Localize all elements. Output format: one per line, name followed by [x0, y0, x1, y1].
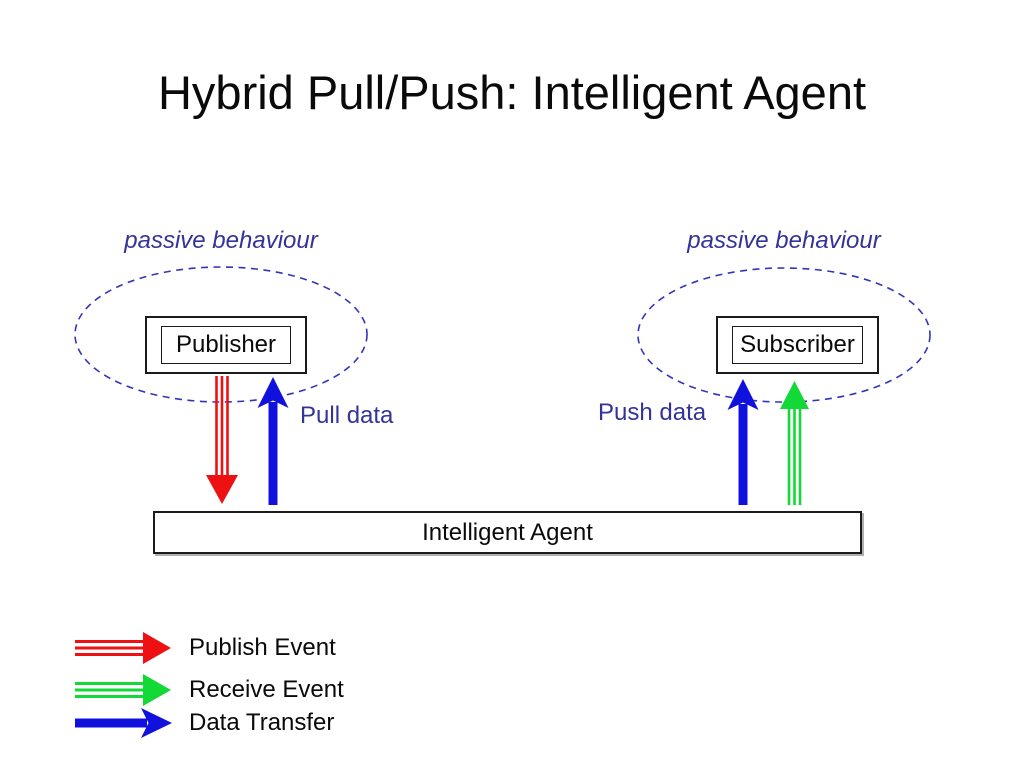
legend-item-receive-event: Receive Event	[73, 672, 344, 708]
receive-event-arrow-icon	[75, 674, 171, 706]
receive-event-arrow	[780, 381, 809, 505]
intelligent-agent-label: Intelligent Agent	[422, 518, 593, 546]
publisher-box-label: Publisher	[161, 326, 291, 364]
publish-event-arrow-icon	[75, 632, 171, 664]
publisher-box: Publisher	[145, 316, 307, 374]
receive-arrowhead-icon	[780, 381, 809, 409]
data-transfer-arrow-icon	[75, 708, 172, 738]
slide-title: Hybrid Pull/Push: Intelligent Agent	[157, 66, 867, 119]
publish-arrowhead-icon	[206, 475, 238, 504]
pull-data-label: Pull data	[300, 402, 394, 429]
push-data-label: Push data	[598, 399, 707, 426]
pull-data-arrow	[257, 377, 289, 505]
legend-item-publish-event: Publish Event	[73, 630, 336, 666]
legend-label-data-transfer: Data Transfer	[189, 709, 335, 736]
pull-arrowhead-icon	[257, 377, 289, 408]
push-data-arrow	[727, 379, 759, 505]
subscriber-box: Subscriber	[716, 316, 879, 374]
push-arrowhead-icon	[727, 379, 759, 410]
legend-label-publish-event: Publish Event	[189, 634, 336, 661]
subscriber-box-label: Subscriber	[732, 326, 863, 364]
legend-label-receive-event: Receive Event	[189, 676, 344, 703]
subscriber-behaviour-label: passive behaviour	[687, 227, 881, 254]
publisher-behaviour-label: passive behaviour	[124, 227, 318, 254]
intelligent-agent-box: Intelligent Agent	[153, 511, 862, 554]
legend-item-data-transfer: Data Transfer	[73, 705, 334, 741]
publish-event-arrow	[206, 376, 238, 504]
